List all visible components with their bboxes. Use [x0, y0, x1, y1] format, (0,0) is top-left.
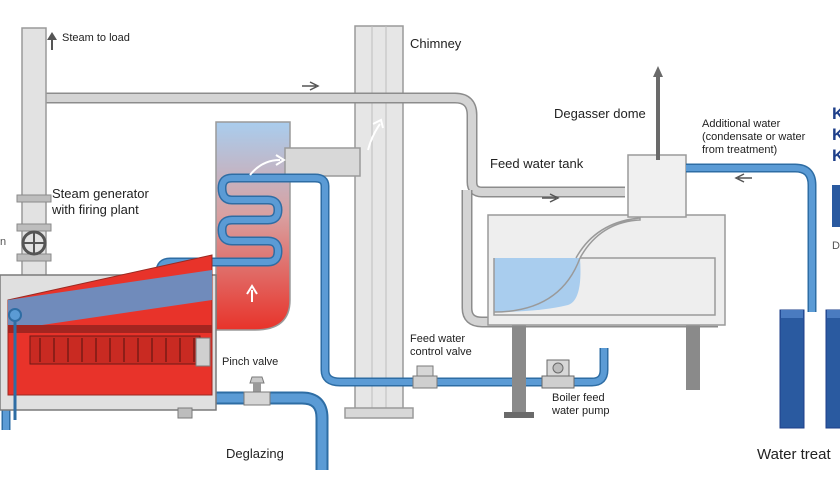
steam-generator-label-1: Steam generator — [52, 186, 149, 201]
additional-water-pipe — [686, 163, 817, 312]
chimney — [344, 25, 414, 419]
handwheel-valve-icon — [21, 230, 47, 256]
steam-to-load-label: Steam to load — [62, 32, 130, 44]
boiler-feed-pump-label-2: water pump — [552, 405, 610, 417]
edge-label-k1: K — [832, 104, 840, 123]
degasser-dome — [627, 66, 687, 218]
pinch-valve — [243, 376, 271, 406]
feed-water-tank — [487, 214, 726, 418]
chimney-label: Chimney — [410, 36, 462, 51]
deglazing-label: Deglazing — [226, 446, 284, 461]
arrow-icon — [542, 193, 560, 203]
additional-water-label-1: Additional water — [702, 118, 781, 130]
feed-water-control-valve-label-1: Feed water — [410, 333, 466, 345]
degasser-dome-label: Degasser dome — [554, 106, 646, 121]
boiler-feed-pump-label-1: Boiler feed — [552, 392, 605, 404]
exhaust-stack — [215, 121, 361, 331]
additional-water-label-2: (condensate or water — [702, 131, 806, 143]
feed-water-pipe — [320, 190, 609, 387]
steam-generator — [0, 254, 217, 420]
edge-label-k2: K — [832, 125, 840, 144]
feed-water-control-valve — [412, 365, 438, 389]
steam-pipe — [46, 92, 718, 328]
additional-water-label-3: from treatment) — [702, 144, 778, 156]
feed-water-tank-label: Feed water tank — [490, 156, 584, 171]
feed-water-control-valve-label-2: control valve — [410, 346, 472, 358]
boiler-feed-pump — [541, 359, 575, 389]
steam-to-load-arrow — [47, 32, 57, 50]
steam-generator-label-2: with firing plant — [52, 202, 139, 217]
flow-arrows — [246, 81, 752, 302]
edge-label-k3: K — [832, 146, 840, 165]
water-treatment-cylinders — [779, 185, 840, 429]
pinch-valve-label: Pinch valve — [222, 356, 279, 368]
economizer-coil — [155, 173, 330, 315]
water-treatment-label: Water treat — [757, 446, 831, 463]
edge-label-n: n — [0, 236, 7, 248]
arrow-icon — [734, 173, 752, 183]
edge-label-d: D — [832, 240, 840, 252]
arrow-icon — [302, 81, 320, 91]
